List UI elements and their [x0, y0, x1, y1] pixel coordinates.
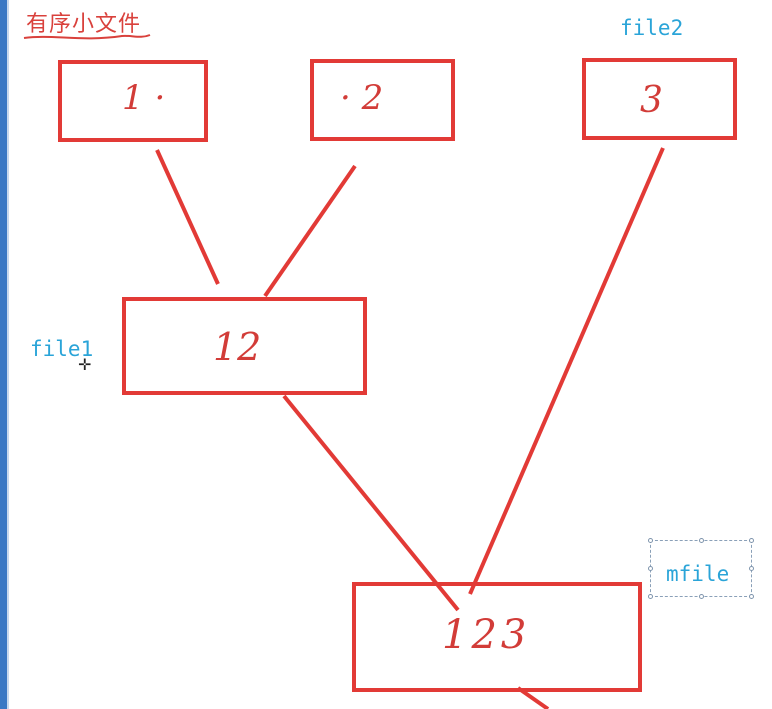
selection-handle-icon[interactable]	[699, 594, 704, 599]
selection-handle-icon[interactable]	[749, 566, 754, 571]
connector-3-to-123	[468, 147, 665, 595]
label-mfile[interactable]: mfile	[666, 562, 730, 586]
mouse-cursor-icon: ✛	[78, 355, 92, 374]
connector-12-to-123	[282, 394, 460, 612]
box-file-2-text: · 2	[340, 78, 384, 118]
box-mfile-merged[interactable]	[352, 582, 642, 692]
box-file-3-text: 3	[640, 80, 663, 121]
connector-2-to-12	[263, 164, 357, 298]
selection-handle-icon[interactable]	[749, 594, 754, 599]
box-mfile-merged-text: 123	[442, 612, 531, 658]
connector-1-to-12	[155, 149, 220, 285]
selection-handle-icon[interactable]	[648, 594, 653, 599]
label-file1: file1	[30, 337, 94, 361]
selection-handle-icon[interactable]	[648, 566, 653, 571]
diagram-title: 有序小文件	[26, 12, 142, 37]
window-left-edge	[0, 0, 7, 709]
selection-handle-icon[interactable]	[648, 538, 653, 543]
label-file2: file2	[620, 16, 684, 40]
box-file1-merged[interactable]	[122, 297, 367, 395]
box-file-2[interactable]	[310, 59, 455, 141]
box-file-1[interactable]	[58, 60, 208, 142]
title-underline	[23, 34, 151, 40]
selection-handle-icon[interactable]	[699, 538, 704, 543]
window-left-edge-highlight	[7, 0, 9, 709]
box-file-3[interactable]	[582, 58, 737, 140]
selection-handle-icon[interactable]	[749, 538, 754, 543]
box-file-1-text: 1 ·	[122, 78, 166, 118]
box-file1-merged-text: 12	[213, 325, 262, 369]
